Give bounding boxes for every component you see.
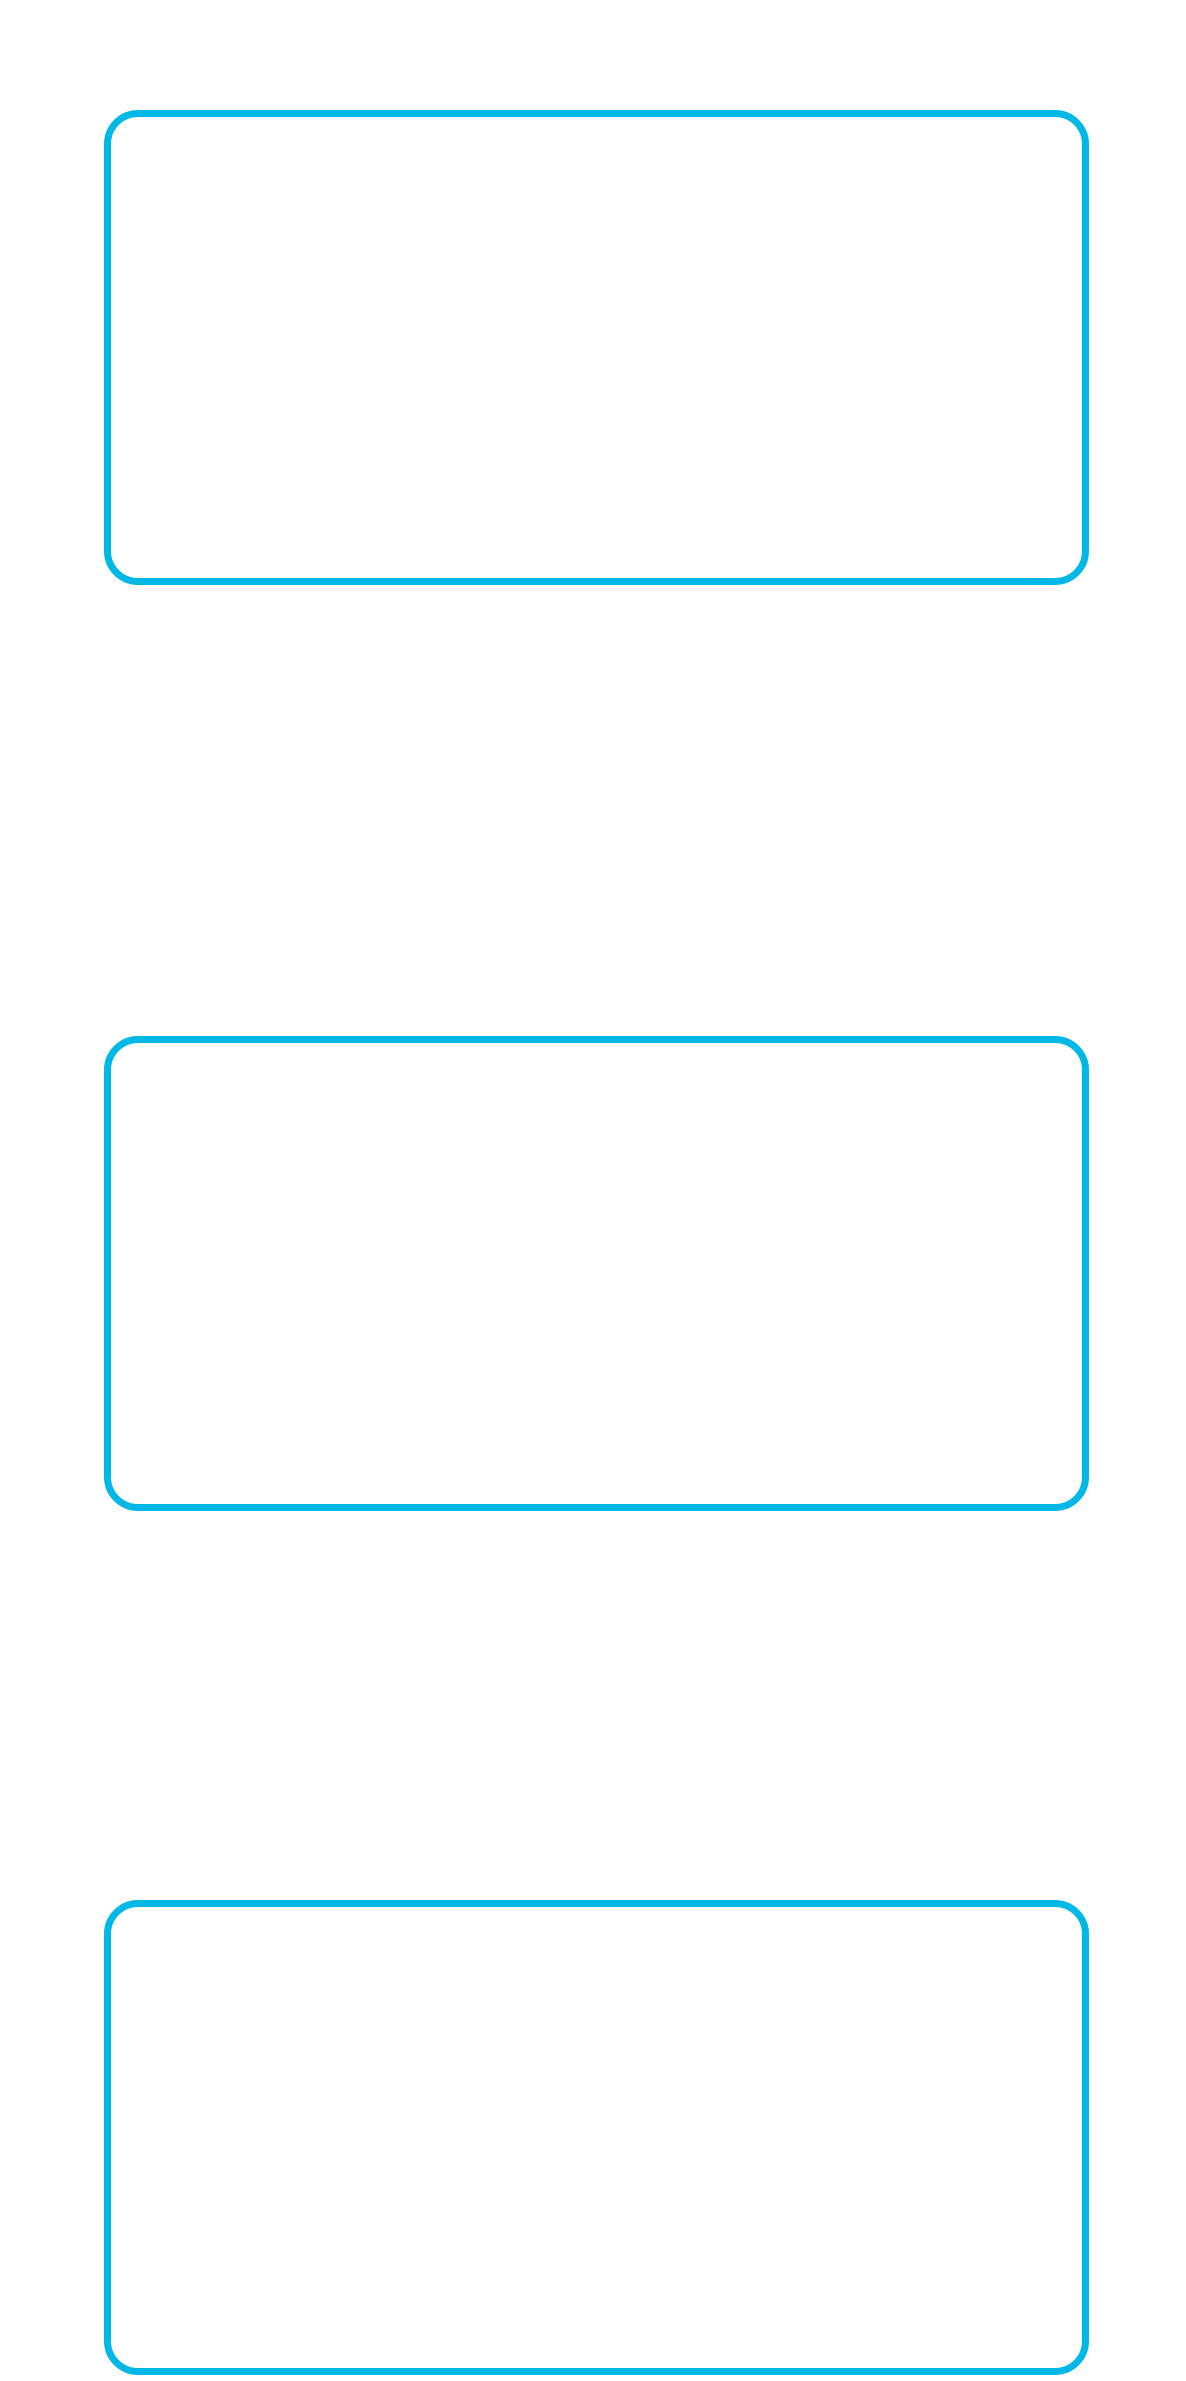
empty-frame-1 [104,110,1089,585]
empty-frame-2 [104,1036,1089,1511]
empty-frame-3 [104,1900,1089,2375]
